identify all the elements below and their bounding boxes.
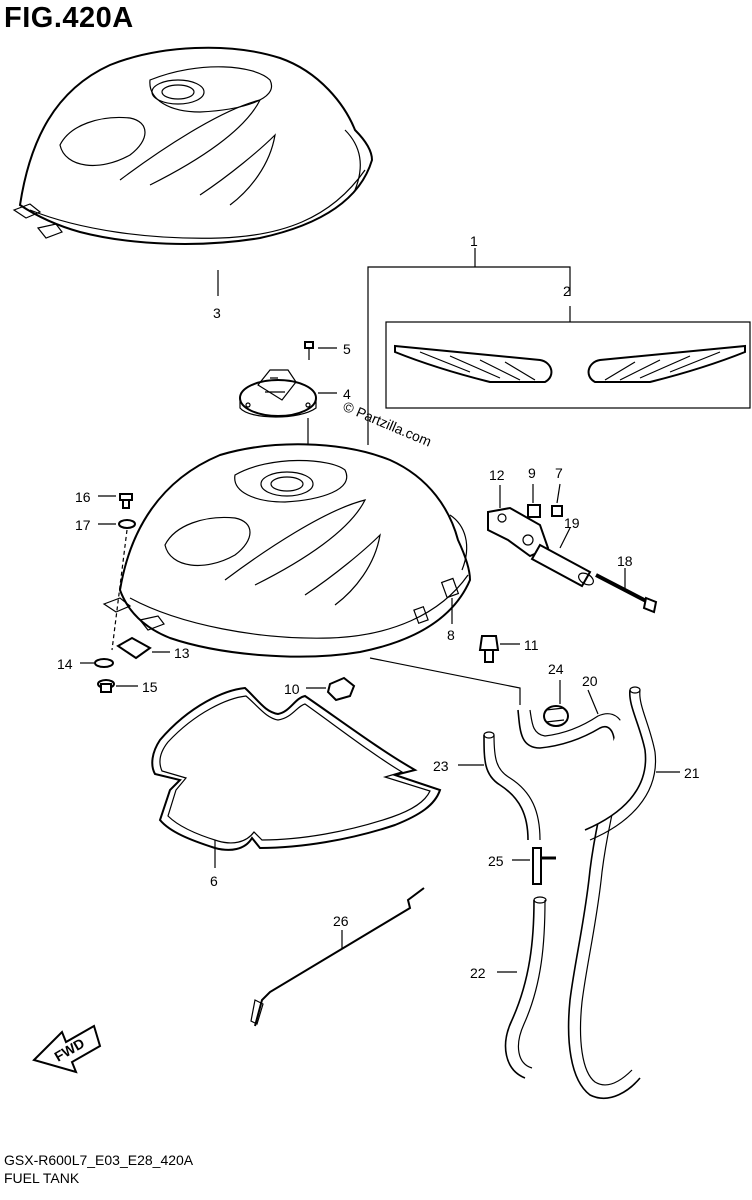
screw-5-part — [304, 341, 314, 349]
callout-4: 4 — [343, 386, 351, 402]
callout-1: 1 — [470, 233, 478, 249]
hose-23-part — [483, 731, 541, 841]
figure-code: GSX-R600L7_E03_E28_420A — [4, 1152, 194, 1168]
callout-5: 5 — [343, 341, 351, 357]
callout-11: 11 — [524, 637, 539, 653]
joint-25-part — [532, 847, 556, 885]
spacer-19-part — [530, 543, 594, 588]
callout-24: 24 — [548, 661, 564, 677]
callout-12: 12 — [489, 467, 505, 483]
decal-box — [385, 321, 751, 409]
rod-26-part — [250, 887, 425, 1027]
watermark-text: © Partzilla.com — [341, 398, 434, 450]
cushion-10-part — [326, 676, 356, 702]
collar-15-part — [97, 679, 115, 693]
figure-title: FIG.420A — [4, 2, 134, 34]
callout-18: 18 — [617, 553, 633, 569]
callout-2: 2 — [563, 283, 571, 299]
callout-26: 26 — [333, 913, 349, 929]
bolt-16-part — [119, 493, 133, 509]
bolt-7-part — [551, 505, 563, 517]
tank-cover-part — [12, 46, 374, 245]
bolt-18-part — [595, 573, 658, 614]
hose-20-part — [517, 709, 641, 1100]
hose-22-part — [504, 896, 547, 1079]
nut-9-part — [527, 504, 541, 518]
callout-6: 6 — [210, 873, 218, 889]
washer-17-part — [118, 519, 136, 529]
callout-22: 22 — [470, 965, 486, 981]
callout-7: 7 — [555, 465, 563, 481]
decal-right-part — [587, 344, 746, 383]
callout-16: 16 — [75, 489, 91, 505]
fuel-cap-part — [239, 369, 317, 418]
callout-20: 20 — [582, 673, 598, 689]
callout-15: 15 — [142, 679, 158, 695]
hose-21-part — [584, 686, 657, 841]
callout-9: 9 — [528, 465, 536, 481]
fuel-tank-part — [102, 443, 472, 658]
clamp-24-part — [543, 705, 569, 727]
seal-6-part — [151, 686, 442, 851]
callout-8: 8 — [447, 627, 455, 643]
figure-name: FUEL TANK — [4, 1170, 80, 1186]
callout-19: 19 — [564, 515, 580, 531]
callout-17: 17 — [75, 517, 91, 533]
clip-13-part — [116, 636, 152, 660]
callout-10: 10 — [284, 681, 300, 697]
callout-14: 14 — [57, 656, 73, 672]
callout-13: 13 — [174, 645, 190, 661]
fwd-arrow-icon: FWD — [32, 1024, 102, 1074]
callout-25: 25 — [488, 853, 504, 869]
cushion-14-part — [94, 658, 114, 668]
decal-left-part — [394, 344, 553, 383]
callout-23: 23 — [433, 758, 449, 774]
callout-3: 3 — [213, 305, 221, 321]
callout-21: 21 — [684, 765, 700, 781]
valve-11-part — [478, 635, 500, 663]
